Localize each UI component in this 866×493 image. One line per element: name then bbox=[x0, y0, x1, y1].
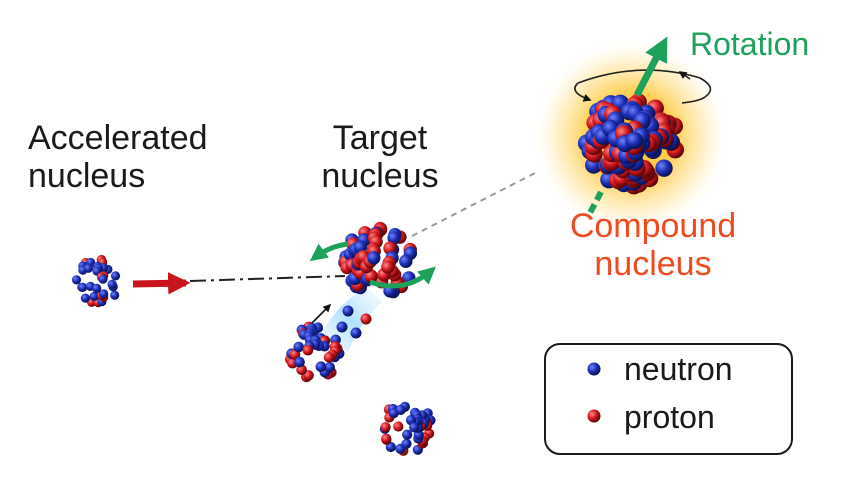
neutron-sphere bbox=[80, 293, 90, 303]
neutron-sphere bbox=[367, 251, 381, 265]
stray-proton bbox=[360, 313, 372, 325]
accelerated-label-line2: nucleus bbox=[28, 157, 146, 196]
proton-sphere bbox=[323, 352, 335, 363]
proton-sphere bbox=[381, 260, 395, 274]
proton-sphere bbox=[381, 433, 392, 444]
compound-nucleus bbox=[577, 93, 684, 195]
neutron-sphere bbox=[401, 438, 412, 449]
neutron-sphere bbox=[89, 291, 99, 301]
compound-label-line2: nucleus bbox=[594, 245, 712, 284]
neutron-sphere bbox=[655, 159, 673, 177]
residual-nucleus bbox=[285, 321, 345, 383]
connector-dashed-line bbox=[411, 171, 538, 237]
spin-arrow-left bbox=[309, 241, 349, 262]
rotation-axis-lower bbox=[587, 190, 604, 215]
accelerated-label-line1: Accelerated bbox=[28, 119, 208, 157]
rotation-ellipse-front bbox=[574, 82, 592, 102]
legend-box bbox=[544, 343, 793, 455]
legend-proton-label: proton bbox=[624, 399, 715, 435]
neutron-sphere bbox=[99, 289, 109, 299]
rotation-arrow-head bbox=[678, 71, 691, 80]
beam-path-line bbox=[189, 275, 346, 282]
neutron-sphere bbox=[324, 361, 336, 373]
neutron-sphere bbox=[107, 279, 117, 289]
rotation-axis-arrow bbox=[633, 36, 668, 97]
transfer-arrow bbox=[311, 303, 332, 324]
compound-nucleus-label: Compound nucleus bbox=[548, 207, 758, 283]
beam-arrow bbox=[132, 272, 191, 295]
legend-neutron-icon bbox=[587, 362, 601, 376]
neutron-sphere bbox=[387, 231, 401, 245]
legend-neutron-label: neutron bbox=[624, 351, 733, 387]
rotation-label: Rotation bbox=[690, 26, 810, 62]
stray-neutron bbox=[342, 305, 354, 317]
accelerated-nucleus-label: Accelerated nucleus bbox=[28, 119, 208, 195]
legend-proton-icon bbox=[587, 409, 601, 423]
rotation-ellipse-back bbox=[577, 69, 712, 98]
stray-neutron bbox=[336, 321, 348, 333]
compound-label-line1: Compound bbox=[569, 207, 737, 245]
neutron-sphere bbox=[293, 341, 305, 353]
neutron-sphere bbox=[71, 275, 82, 285]
neutron-sphere bbox=[399, 254, 413, 268]
lower-nucleus bbox=[379, 401, 436, 456]
proton-sphere bbox=[302, 344, 314, 356]
target-nucleus-label: Target nucleus bbox=[315, 119, 445, 195]
neutron-sphere bbox=[294, 356, 305, 368]
transferred-nucleons bbox=[336, 305, 372, 339]
neutron-sphere bbox=[98, 274, 108, 284]
accelerated-nucleus bbox=[71, 254, 121, 308]
target-nucleus bbox=[338, 221, 418, 299]
target-label-line1: Target bbox=[332, 119, 428, 157]
proton-sphere bbox=[380, 422, 391, 433]
neutron-sphere bbox=[409, 422, 420, 433]
neutron-sphere bbox=[78, 282, 88, 292]
stray-neutron bbox=[350, 327, 362, 339]
neutron-sphere bbox=[402, 429, 413, 440]
neutron-sphere bbox=[110, 271, 121, 281]
neutron-sphere bbox=[395, 404, 406, 415]
proton-sphere bbox=[393, 421, 404, 432]
target-label-line2: nucleus bbox=[321, 157, 439, 196]
neutron-sphere bbox=[92, 283, 102, 293]
neutron-sphere bbox=[110, 290, 120, 300]
neutron-sphere bbox=[83, 263, 93, 273]
rotation-ellipse-front-right bbox=[681, 96, 706, 104]
spin-arrow-right bbox=[369, 266, 436, 289]
neutron-sphere bbox=[625, 131, 644, 150]
neutron-sphere bbox=[315, 361, 327, 373]
